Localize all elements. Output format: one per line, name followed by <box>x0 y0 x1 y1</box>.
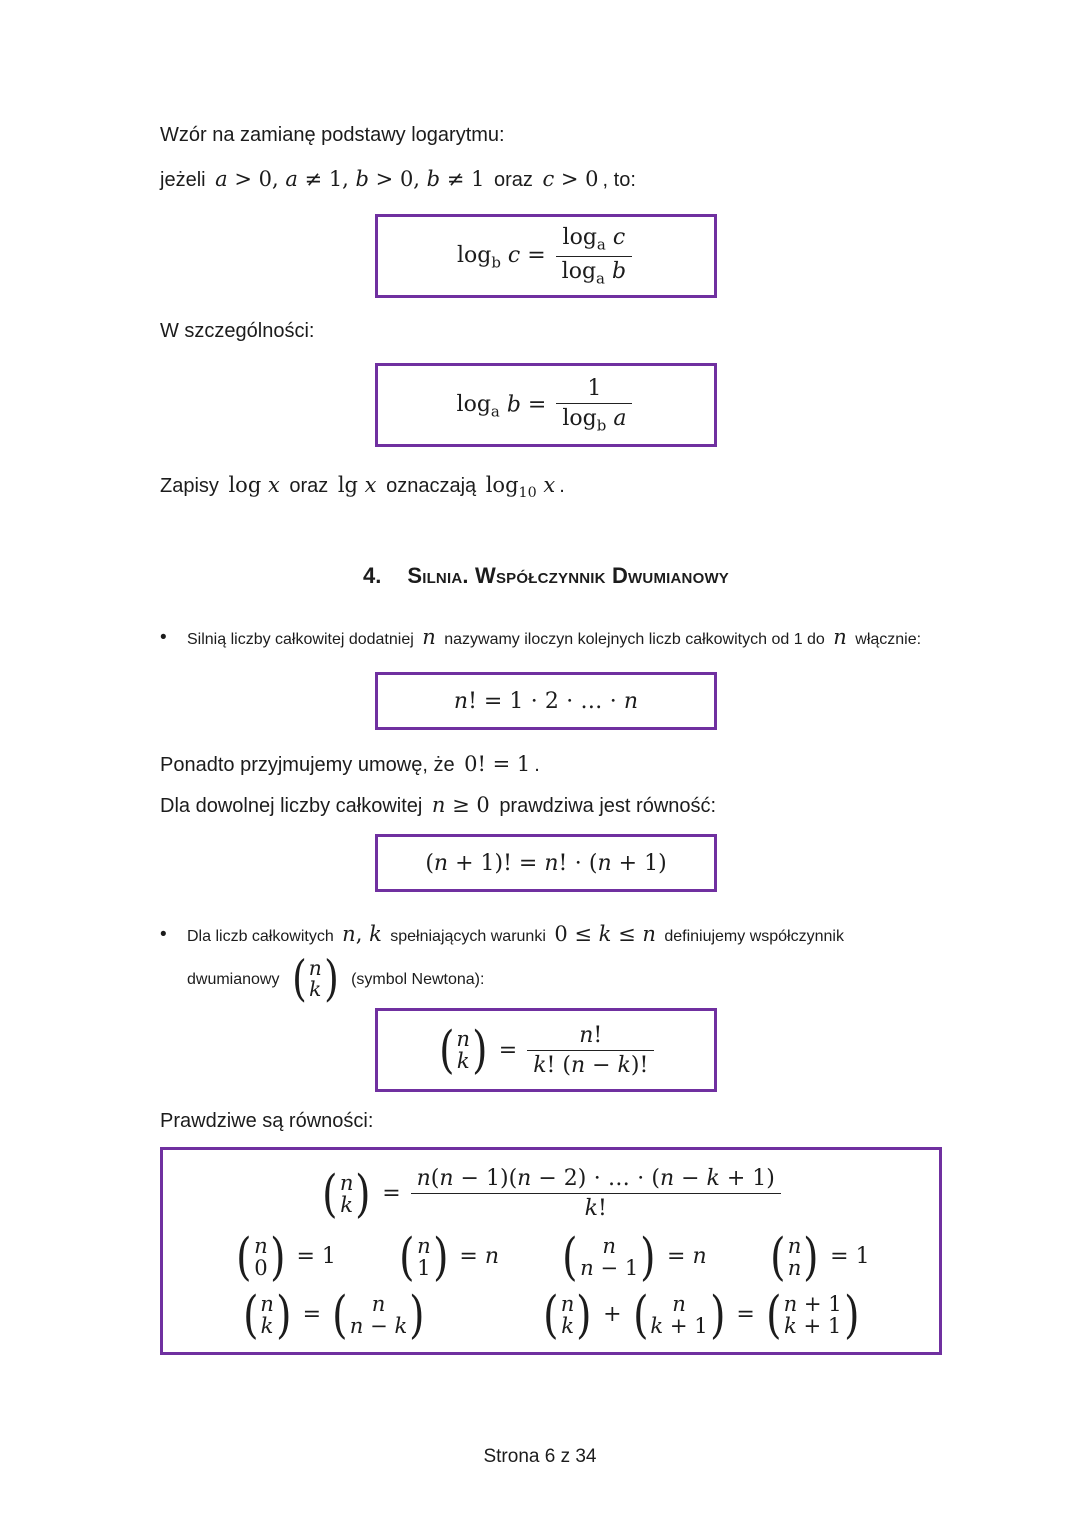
section-number: 4. <box>362 563 382 589</box>
bullet-factorial-text: Silnią liczby całkowitej dodatniej n naz… <box>187 617 932 660</box>
text-oznaczaja: oznaczają <box>386 475 477 497</box>
text-period-2: . <box>534 754 540 777</box>
text-silnia-2: nazywamy iloczyn kolejnych liczb całkowi… <box>444 631 825 649</box>
math-n-1: n <box>422 625 436 650</box>
text-symbol-newtona: (symbol Newtona): <box>351 971 485 989</box>
page-content: Wzór na zamianę podstawy logarytmu: jeże… <box>160 124 942 1356</box>
text-dwumianowy: dwumianowy <box>187 971 280 989</box>
formula-box-factorial-recurrence: (n + 1)! = n! ⋅ (n + 1) <box>375 834 717 893</box>
paragraph-log-base-change-title: Wzór na zamianę podstawy logarytmu: <box>160 124 505 146</box>
text-jezeli: jeżeli <box>160 169 206 191</box>
paragraph-log-notation: Zapisy log x oraz lg x oznaczają log10 x… <box>160 471 932 503</box>
paragraph-zero-factorial: Ponadto przyjmujemy umowę, że 0! = 1. <box>160 750 932 779</box>
bullet-icon-2: • <box>160 924 167 946</box>
math-conditions-ab: a > 0, a ≠ 1, b > 0, b ≠ 1 <box>215 167 485 191</box>
text-spelniajacych: spełniających warunki <box>390 928 546 946</box>
text-to: , to: <box>602 169 636 191</box>
math-n-k: n, k <box>342 922 382 947</box>
paragraph-in-particular: W szczególności: <box>160 320 315 342</box>
text-oraz-2: oraz <box>289 475 329 497</box>
formula-box-factorial: n! = 1 ⋅ 2 ⋅ … ⋅ n <box>375 672 717 731</box>
math-n-geq-0: n ≥ 0 <box>431 793 490 818</box>
paragraph-factorial-recurrence-intro: Dla dowolnej liczby całkowitej n ≥ 0 pra… <box>160 791 932 820</box>
math-condition-c: c > 0 <box>542 167 599 191</box>
math-log-x: log x <box>228 473 280 497</box>
bullet-icon: • <box>160 627 167 649</box>
bullet-factorial-definition: • Silnią liczby całkowitej dodatniej n n… <box>160 617 932 660</box>
paragraph-identities-intro: Prawdziwe są równości: <box>160 1110 374 1133</box>
math-lg-x: lg x <box>337 473 377 497</box>
text-ponadto: Ponadto przyjmujemy umowę, że <box>160 754 455 777</box>
text-zapisy: Zapisy <box>160 475 219 497</box>
section-title: Silnia. Współczynnik Dwumianowy <box>407 563 730 589</box>
math-log10-x: log10 x <box>485 473 556 502</box>
text-dla-dowolnej: Dla dowolnej liczby całkowitej <box>160 795 423 818</box>
paragraph-log-conditions: jeżeli a > 0, a ≠ 1, b > 0, b ≠ 1 oraz c… <box>160 165 932 194</box>
text-definiujemy: definiujemy współczynnik <box>664 928 844 946</box>
formula-factorial: n! = 1 ⋅ 2 ⋅ … ⋅ n <box>453 688 639 714</box>
text-oraz: oraz <box>494 169 533 191</box>
bullet-binomial-text: Dla liczb całkowitych n, k spełniających… <box>187 914 932 1007</box>
text-dla-liczb: Dla liczb całkowitych <box>187 928 334 946</box>
formula-factorial-recurrence: (n + 1)! = n! ⋅ (n + 1) <box>425 850 667 876</box>
bullet-binomial-definition: • Dla liczb całkowitych n, k spełniający… <box>160 914 932 1007</box>
math-zero-factorial: 0! = 1 <box>464 752 531 777</box>
math-0-k-n: 0 ≤ k ≤ n <box>554 922 656 947</box>
text-prawdziwa: prawdziwa jest równość: <box>499 795 717 818</box>
text-silnia-1: Silnią liczby całkowitej dodatniej <box>187 631 414 649</box>
section-heading-silnia: 4. Silnia. Współczynnik Dwumianowy <box>160 563 932 589</box>
text-period: . <box>559 475 565 497</box>
page-number: Strona 6 z 34 <box>483 1446 597 1467</box>
math-n-2: n <box>833 625 847 650</box>
text-silnia-3: włącznie: <box>855 631 922 649</box>
